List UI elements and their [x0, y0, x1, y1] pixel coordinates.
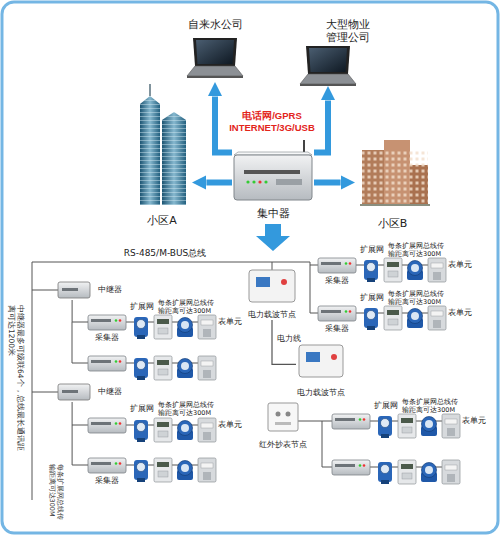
- note-text: 每条扩展网总线传输距离可达300M: [402, 399, 458, 414]
- net-label: 扩展网: [130, 404, 160, 414]
- repeater-node: 中继器: [58, 382, 122, 402]
- concentrator-icon: [234, 140, 312, 200]
- collector-node: 采集器: [88, 458, 126, 486]
- repeater-node: 中继器: [58, 280, 122, 300]
- collector-node: 采集器: [88, 315, 126, 343]
- node-label: 电力载波节点: [297, 388, 345, 398]
- building-node: 小区B: [355, 135, 430, 230]
- node-label: 中继器: [98, 285, 122, 295]
- network-label: INTERNET/3G/USB: [222, 122, 322, 133]
- node-label: 小区B: [378, 217, 408, 230]
- node-label: 电力载波节点: [248, 310, 296, 320]
- unit-label: 表单元: [448, 260, 474, 270]
- laptop-node: 大型物业管理公司: [300, 18, 370, 86]
- net-label: 扩展网: [360, 245, 390, 255]
- concentrator-node: 集中器: [232, 145, 314, 220]
- unit-label: 表单元: [218, 317, 244, 327]
- meter-row: [88, 418, 216, 442]
- link-arrow: [314, 180, 341, 186]
- node-label: 集中器: [257, 207, 290, 220]
- network-label: 电话网/GPRS: [222, 110, 322, 121]
- repeater-icon: [58, 282, 90, 400]
- node-label: 采集器: [325, 276, 349, 286]
- note-text: 中继器最多可级联64个，总线最长通讯距离可达1200米: [7, 305, 25, 455]
- unit-label: 表单元: [448, 308, 474, 318]
- node-label: 自来水公司: [188, 18, 243, 31]
- down-arrow: [256, 224, 290, 251]
- laptop-icon: [300, 46, 356, 86]
- laptop-icon: [187, 38, 243, 78]
- carrier-node: 电力载波节点: [296, 342, 346, 398]
- net-label: 扩展网: [130, 302, 160, 312]
- edge-label: 电力线: [277, 334, 301, 344]
- tower-icon: [140, 84, 186, 205]
- bus-wire: [72, 300, 88, 322]
- infrared-node-icon: [268, 403, 298, 431]
- note-text: 每条扩展网总线传输距离可达300M: [158, 402, 214, 417]
- node-label: 采集器: [325, 324, 349, 334]
- collector-node: 采集器: [318, 258, 356, 286]
- node-label: 小区A: [147, 214, 177, 227]
- residential-icon: [360, 140, 430, 206]
- bus-label: RS-485/M-BUS总线: [100, 248, 230, 259]
- net-label: 扩展网: [360, 293, 390, 303]
- node-label: 红外抄表节点: [259, 440, 307, 450]
- carrier-node-icon: [249, 270, 343, 377]
- node-label: 采集器: [95, 333, 119, 343]
- note-text: 每条扩展网总线传输距离可达300M: [388, 243, 444, 258]
- net-label: 扩展网: [374, 401, 404, 411]
- building-node: 小区A: [132, 92, 192, 227]
- bus-wires: [32, 262, 332, 500]
- node-label: 大型物业管理公司: [324, 18, 370, 44]
- note-text: 每条扩展网总线传输距离可达300M: [48, 463, 63, 521]
- node-label: 中继器: [98, 387, 122, 397]
- infrared-node: 红外抄表节点: [258, 402, 308, 450]
- note-text: 每条扩展网总线传输距离可达300M: [388, 291, 444, 306]
- meter-row: [332, 414, 460, 438]
- link-arrow: [314, 100, 328, 152]
- note-text: 每条扩展网总线传输距离可达300M: [158, 300, 214, 315]
- laptop-node: 自来水公司: [180, 18, 250, 82]
- carrier-node: 电力载波节点: [244, 266, 300, 320]
- meter-row: [88, 356, 216, 380]
- unit-label: 表单元: [462, 416, 488, 426]
- node-label: 采集器: [95, 476, 119, 486]
- collector-node: 采集器: [318, 306, 356, 334]
- unit-label: 表单元: [218, 420, 244, 430]
- bus-wire: [72, 402, 88, 465]
- meter-row: [332, 460, 460, 484]
- link-arrow: [206, 180, 232, 186]
